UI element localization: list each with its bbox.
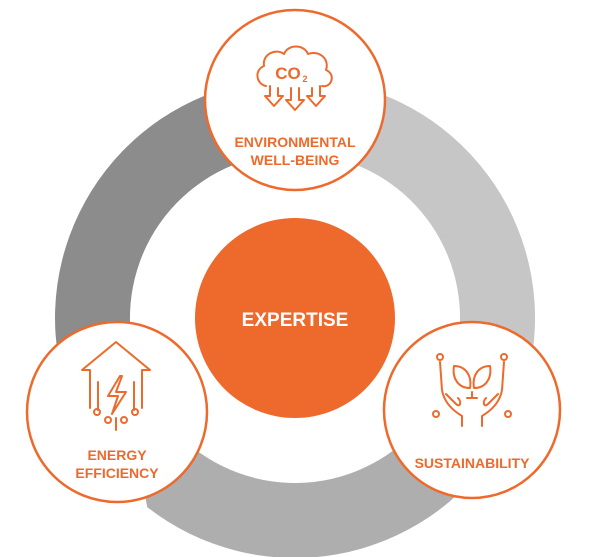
co2-subscript: 2 — [302, 74, 307, 84]
node-environmental: CO 2 ENVIRONMENTAL WELL-BEING — [203, 8, 387, 192]
center-node: EXPERTISE — [195, 218, 395, 418]
node-environmental-circle — [203, 8, 387, 192]
node-sustainability-circle — [382, 320, 562, 500]
center-label: EXPERTISE — [242, 310, 349, 331]
node-environmental-label-line-2: WELL-BEING — [251, 152, 340, 168]
center-circle — [195, 218, 395, 418]
node-sustainability: SUSTAINABILITY — [382, 320, 562, 500]
node-energy-label-line-1: ENERGY — [87, 447, 147, 463]
node-energy: ENERGY EFFICIENCY — [25, 320, 209, 504]
node-environmental-label-line-1: ENVIRONMENTAL — [234, 134, 356, 150]
co2-cloud-icon — [256, 45, 333, 111]
node-energy-label-line-2: EFFICIENCY — [75, 465, 159, 481]
hands-plant-icon — [432, 353, 512, 427]
energy-arrow-icon — [81, 341, 151, 431]
co2-text: CO — [275, 64, 301, 83]
node-sustainability-label: SUSTAINABILITY — [415, 455, 531, 471]
node-energy-circle — [25, 320, 209, 504]
